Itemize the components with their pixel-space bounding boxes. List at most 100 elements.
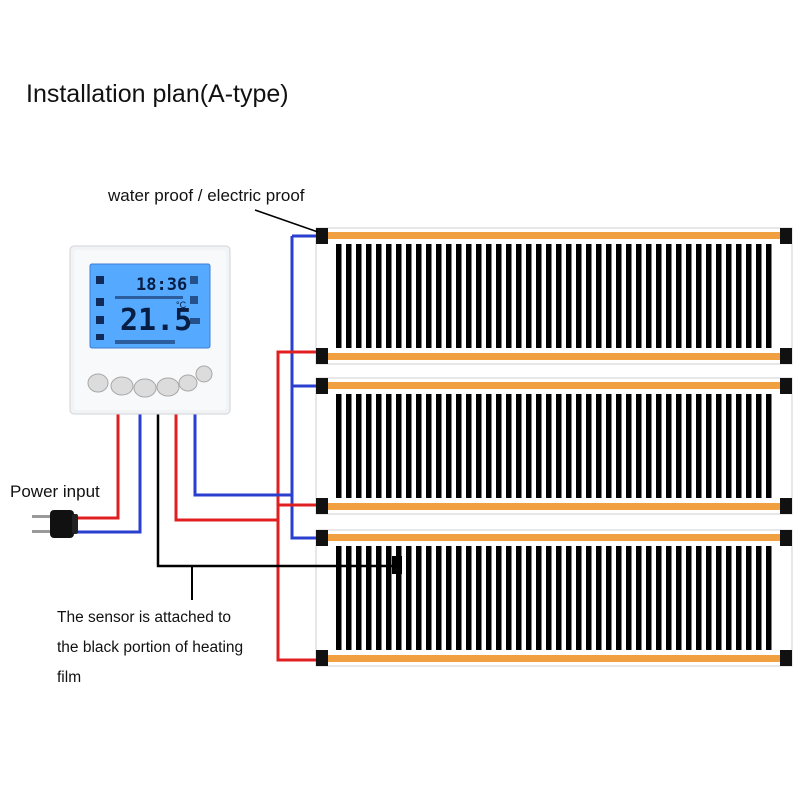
film-stripe xyxy=(696,546,702,650)
film-stripe xyxy=(736,546,742,650)
film-stripe xyxy=(726,546,732,650)
film-stripe xyxy=(606,546,612,650)
film-bus-bottom xyxy=(328,503,782,510)
film-stripe xyxy=(456,546,462,650)
film-bus-top xyxy=(328,232,782,239)
film-stripe xyxy=(446,394,452,498)
film-stripe xyxy=(596,546,602,650)
thermostat-temperature: 21.5 xyxy=(120,303,192,338)
thermostat-unit: °C xyxy=(176,300,187,310)
film-stripe xyxy=(466,546,472,650)
film-stripe xyxy=(616,394,622,498)
film-stripe xyxy=(336,244,342,348)
film-stripe xyxy=(646,546,652,650)
film-stripe xyxy=(636,394,642,498)
film-stripe xyxy=(676,244,682,348)
film-stripe xyxy=(526,546,532,650)
film-stripe xyxy=(716,244,722,348)
film-stripe xyxy=(366,394,372,498)
film-stripe xyxy=(436,244,442,348)
film-stripe xyxy=(536,244,542,348)
film-stripe xyxy=(406,394,412,498)
sensor-note: The sensor is attached to the black port… xyxy=(57,603,243,693)
film-stripe xyxy=(736,394,742,498)
film-stripe xyxy=(566,244,572,348)
sensor-wire xyxy=(156,414,398,568)
film-stripe xyxy=(756,546,762,650)
thermostat-time: 18:36 xyxy=(136,275,187,295)
film-stripe xyxy=(486,394,492,498)
thermostat-button-6[interactable] xyxy=(195,365,213,383)
film-stripe xyxy=(556,394,562,498)
film-stripe xyxy=(706,546,712,650)
film-stripe xyxy=(536,546,542,650)
film-stripe xyxy=(586,244,592,348)
film-stripe xyxy=(426,244,432,348)
thermostat-button-1[interactable] xyxy=(87,373,109,393)
film-stripe xyxy=(726,244,732,348)
film-stripe xyxy=(696,394,702,498)
film-stripe xyxy=(486,244,492,348)
sensor-note-line-3: film xyxy=(57,669,82,686)
film-stripe xyxy=(476,394,482,498)
neutral-bus-wire xyxy=(290,236,316,540)
film-stripe xyxy=(616,244,622,348)
waterproof-pointer-line xyxy=(254,209,319,233)
thermostat-button-5[interactable] xyxy=(178,374,198,392)
film-terminal xyxy=(780,530,792,546)
film-sheet xyxy=(315,227,793,365)
film-stripe xyxy=(456,244,462,348)
film-stripe xyxy=(666,394,672,498)
waterproof-label: water proof / electric proof xyxy=(108,186,305,205)
film-stripe xyxy=(556,546,562,650)
film-stripe xyxy=(546,546,552,650)
film-stripe xyxy=(666,244,672,348)
film-stripe xyxy=(456,394,462,498)
film-stripe xyxy=(366,244,372,348)
film-stripe xyxy=(536,394,542,498)
film-terminal xyxy=(316,348,328,364)
film-stripe xyxy=(346,244,352,348)
thermostat-live-out xyxy=(174,414,278,522)
film-stripe xyxy=(616,546,622,650)
film-sheet xyxy=(315,377,793,515)
film-stripe xyxy=(626,244,632,348)
film-stripe xyxy=(516,546,522,650)
heating-film-panel-2 xyxy=(315,377,793,515)
film-stripe xyxy=(746,244,752,348)
film-terminal xyxy=(316,228,328,244)
film-stripe xyxy=(656,546,662,650)
film-stripe xyxy=(396,394,402,498)
thermostat-button-4[interactable] xyxy=(156,377,180,397)
film-stripe xyxy=(606,244,612,348)
thermostat-button-2[interactable] xyxy=(110,376,134,396)
film-stripe xyxy=(756,244,762,348)
film-stripe xyxy=(396,244,402,348)
film-stripe xyxy=(646,244,652,348)
film-stripe xyxy=(396,546,402,650)
film-stripe xyxy=(716,546,722,650)
film-stripe xyxy=(656,394,662,498)
film-stripe xyxy=(426,546,432,650)
thermostat-button-3[interactable] xyxy=(133,378,157,398)
power-neutral-wire xyxy=(76,414,142,534)
film-stripe xyxy=(626,546,632,650)
power-input-label: Power input xyxy=(10,482,100,501)
film-stripe xyxy=(496,394,502,498)
film-stripe xyxy=(726,394,732,498)
film-stripe xyxy=(566,546,572,650)
film-stripe xyxy=(746,394,752,498)
film-stripe xyxy=(736,244,742,348)
film-stripe xyxy=(336,546,342,650)
film-stripe xyxy=(356,244,362,348)
film-terminal xyxy=(780,378,792,394)
film-stripe xyxy=(686,394,692,498)
film-stripe xyxy=(766,394,772,498)
heating-film-panel-1 xyxy=(315,227,793,365)
film-stripe xyxy=(576,244,582,348)
sensor-note-line-2: the black portion of heating xyxy=(57,639,244,656)
film-stripe xyxy=(596,394,602,498)
film-stripe xyxy=(466,394,472,498)
film-stripe xyxy=(666,546,672,650)
